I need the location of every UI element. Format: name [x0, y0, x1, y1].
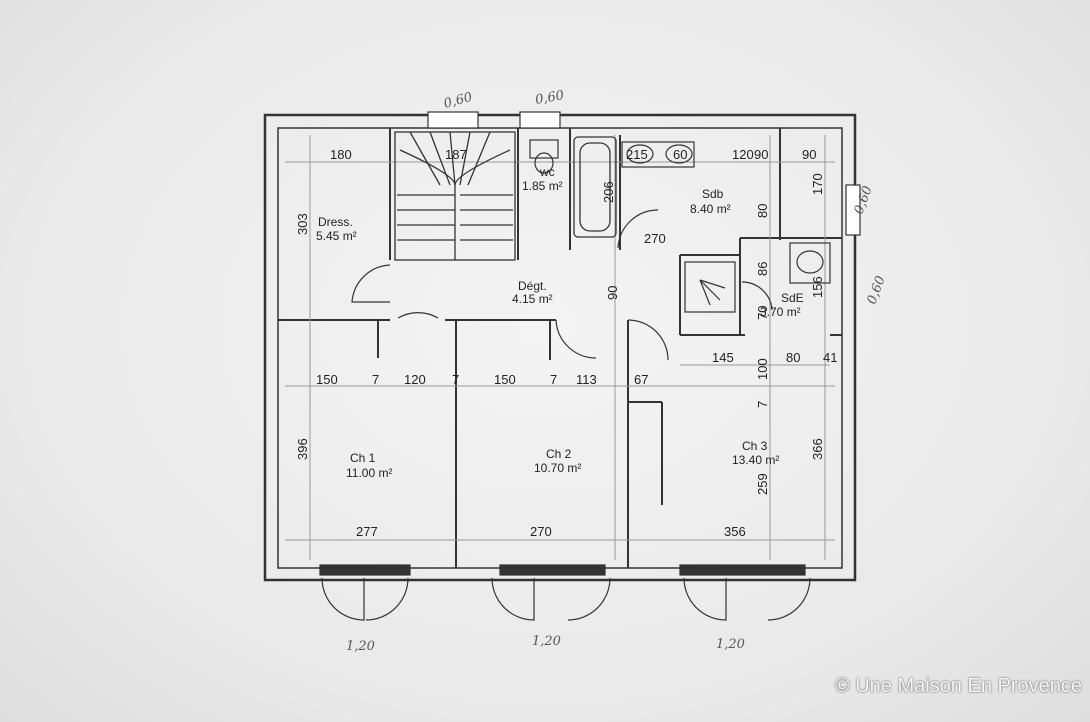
- handwritten-note-window-1: 0,60: [442, 90, 474, 112]
- room-area-sde: 3.70 m²: [760, 305, 801, 319]
- dim-277: 277: [356, 524, 378, 539]
- dim-113: 113: [576, 372, 597, 387]
- handwritten-note-window-4: 0,60: [865, 274, 889, 306]
- room-name-ch2: Ch 2: [546, 447, 572, 461]
- dim-270-sdb: 270: [644, 231, 666, 246]
- room-name-sde: SdE: [781, 291, 804, 305]
- dim-180: 180: [330, 147, 352, 162]
- room-name-sdb: Sdb: [702, 187, 724, 201]
- dim-150-a: 150: [316, 372, 338, 387]
- room-name-ch1: Ch 1: [350, 451, 376, 465]
- dim-67: 67: [634, 372, 648, 387]
- dim-170: 170: [810, 173, 825, 195]
- handwritten-note-window-2: 0,60: [534, 88, 565, 108]
- dim-41: 41: [823, 350, 837, 365]
- dim-70: 70: [755, 306, 770, 320]
- handwritten-note-bay-1: 1,20: [346, 639, 375, 654]
- dim-86: 86: [755, 262, 770, 276]
- handwritten-note-bay-3: 1,20: [716, 637, 745, 652]
- dim-259: 259: [755, 473, 770, 495]
- door-swings: [351, 209, 773, 361]
- room-name-degt: Dégt.: [518, 279, 547, 293]
- dim-80: 80: [755, 204, 770, 218]
- room-area-degt: 4.15 m²: [512, 292, 553, 306]
- dim-7-c: 7: [550, 372, 557, 387]
- bathtub: [573, 136, 617, 238]
- room-area-sdb: 8.40 m²: [690, 202, 731, 216]
- dim-206: 206: [601, 181, 616, 203]
- dim-356: 356: [724, 524, 746, 539]
- dim-100: 100: [755, 358, 770, 380]
- dim-215: 215: [626, 147, 648, 162]
- dim-396: 396: [295, 438, 310, 460]
- dim-120-row: 120: [404, 372, 426, 387]
- dim-156: 156: [810, 276, 825, 298]
- dim-90-right: 90: [802, 147, 816, 162]
- room-area-ch1: 11.00 m²: [346, 466, 392, 480]
- dim-7-b: 7: [452, 372, 459, 387]
- copyright-watermark: © Une Maison En Provence: [834, 675, 1082, 697]
- dim-150-b: 150: [494, 372, 516, 387]
- dim-270-bottom: 270: [530, 524, 552, 539]
- interior-walls: [278, 128, 842, 568]
- dimension-lines: [285, 135, 835, 560]
- room-area-ch2: 10.70 m²: [534, 461, 581, 475]
- room-name-wc: wc: [539, 165, 555, 179]
- dim-120: 120: [732, 147, 754, 162]
- dim-366: 366: [810, 438, 825, 460]
- room-area-ch3: 13.40 m²: [732, 453, 779, 467]
- dim-303: 303: [295, 213, 310, 235]
- dim-7-d: 7: [755, 401, 770, 408]
- dim-90-mid: 90: [605, 286, 620, 300]
- sink-fixtures: [529, 139, 831, 284]
- shower-tray: [684, 261, 736, 313]
- room-name-dressing: Dress.: [318, 215, 353, 229]
- dim-60: 60: [673, 147, 687, 162]
- room-area-wc: 1.85 m²: [522, 179, 563, 193]
- dim-145: 145: [712, 350, 734, 365]
- dim-80-mid: 80: [786, 350, 800, 365]
- dim-7-a: 7: [372, 372, 379, 387]
- dim-187: 187: [445, 147, 467, 162]
- room-area-dressing: 5.45 m²: [316, 229, 357, 243]
- staircase: [394, 131, 516, 261]
- dim-90-top: 90: [754, 147, 768, 162]
- handwritten-note-bay-2: 1,20: [532, 634, 561, 649]
- room-name-ch3: Ch 3: [742, 439, 768, 453]
- french-windows: [319, 111, 861, 621]
